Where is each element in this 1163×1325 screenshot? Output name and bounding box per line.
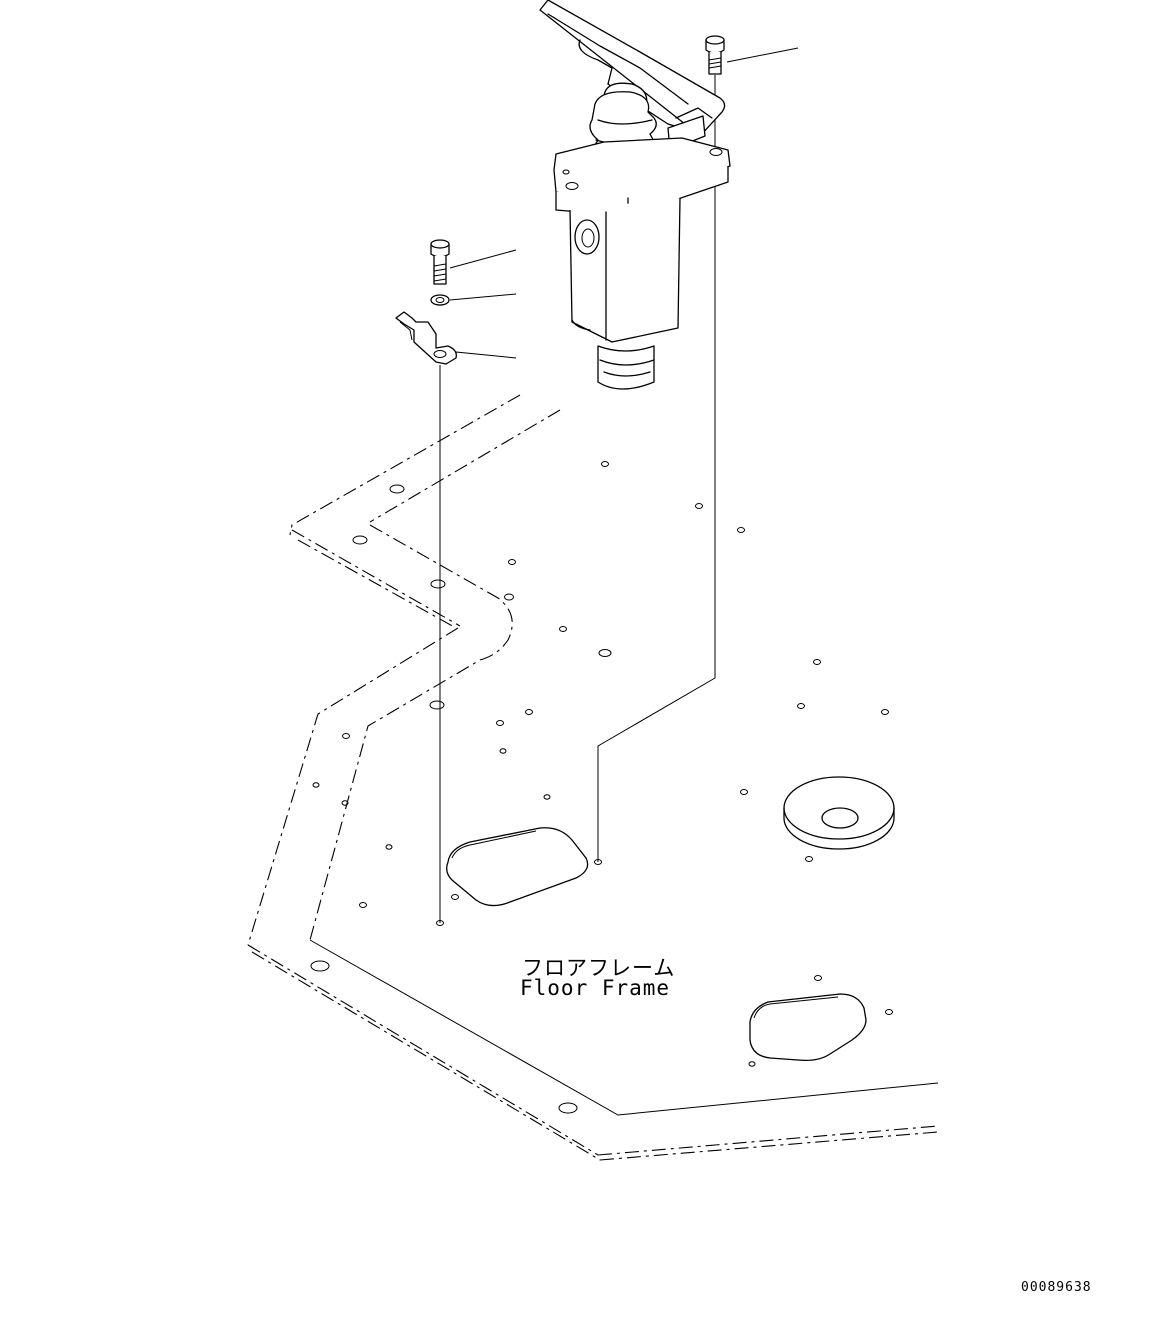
leader-flange-bolt <box>726 47 799 63</box>
leader-bolt <box>449 249 517 269</box>
leader-bracket <box>455 351 517 359</box>
floor-frame-label-jp: フロアフレーム <box>522 956 676 980</box>
floor-frame <box>247 394 939 1161</box>
pedal-valve <box>539 0 731 390</box>
assembly-lines <box>439 75 716 923</box>
washer <box>430 294 450 306</box>
bolt <box>430 239 450 285</box>
floor-frame-label-en: Floor Frame <box>520 976 671 1000</box>
bracket <box>395 311 457 365</box>
leader-washer <box>449 293 517 301</box>
drawing-number: 00089638 <box>1021 1280 1092 1295</box>
flange-bolt <box>705 35 725 75</box>
